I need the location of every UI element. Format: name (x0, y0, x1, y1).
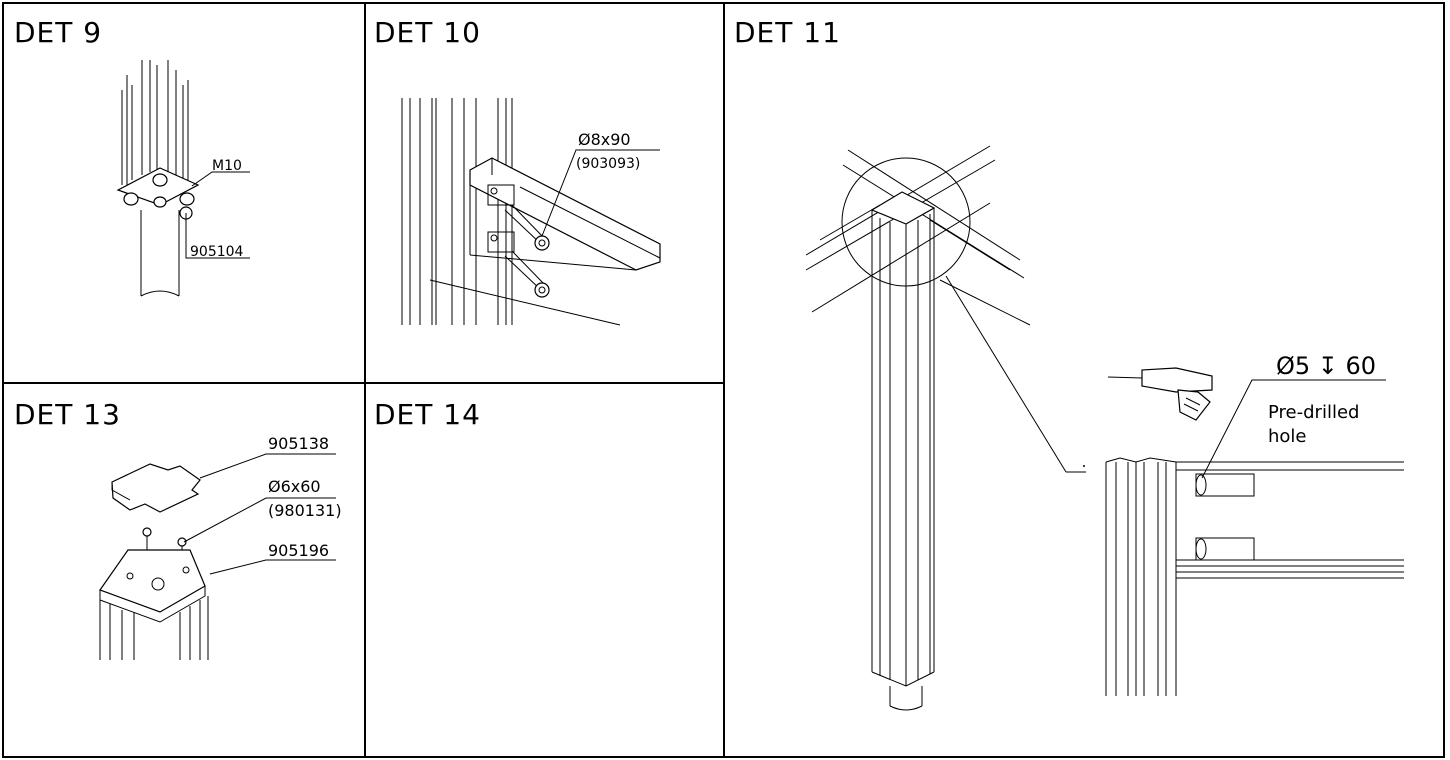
drill-icon (1107, 367, 1213, 421)
det10-callout-partno: (903093) (576, 156, 640, 172)
det10-drawing (401, 98, 661, 326)
det9-drawing (116, 60, 250, 297)
det13-callout-partno: (980131) (268, 501, 342, 520)
det11-dimension-label: Ø5 ↧ 60 (1276, 352, 1376, 380)
det11-drawing (805, 145, 1404, 711)
panel-det9: DET 9 (14, 16, 250, 297)
det11-note-line2: hole (1268, 426, 1307, 447)
det10-callout-screw: Ø8x90 (578, 130, 631, 149)
det9-callout-905104: 905104 (190, 244, 244, 260)
det13-drawing (99, 453, 336, 660)
panel-det11: DET 11 (734, 16, 1404, 711)
det13-callout-905196: 905196 (268, 541, 329, 560)
det9-callout-m10: M10 (212, 158, 242, 174)
panel-det13: DET 13 (14, 398, 342, 660)
det11-title: DET 11 (734, 16, 841, 49)
det13-callout-screw: Ø6x60 (268, 477, 321, 496)
det14-title: DET 14 (374, 398, 481, 431)
det13-title: DET 13 (14, 398, 121, 431)
det13-callout-905138: 905138 (268, 434, 329, 453)
panel-det10: DET 10 (374, 16, 661, 326)
det11-note-line1: Pre-drilled (1268, 402, 1359, 423)
det9-title: DET 9 (14, 16, 102, 49)
panel-det14: DET 14 (374, 398, 481, 431)
det10-title: DET 10 (374, 16, 481, 49)
